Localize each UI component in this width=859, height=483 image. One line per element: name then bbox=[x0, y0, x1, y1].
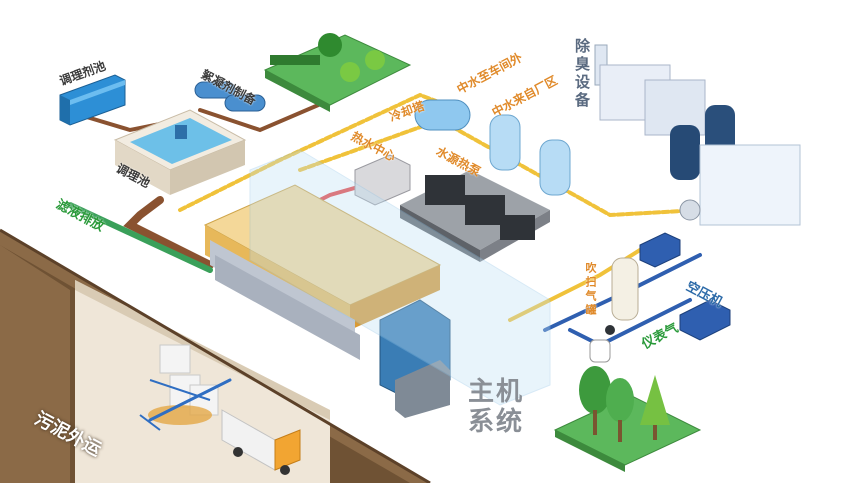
lawn-icon bbox=[263, 33, 412, 112]
heat-pump-icon bbox=[400, 170, 550, 262]
glass-enclosure bbox=[249, 149, 551, 406]
water-tanks-icon bbox=[489, 114, 571, 196]
cooling-tower-icon bbox=[414, 99, 471, 131]
hot-water-center-icon bbox=[354, 154, 411, 206]
deodorization-icon bbox=[594, 44, 801, 226]
reagent-prep-icon bbox=[194, 81, 266, 112]
sludge-bags bbox=[139, 344, 219, 431]
instrument-gas-icon bbox=[589, 325, 615, 363]
label-main-machine: 主机系统 bbox=[468, 377, 525, 437]
blow-gas-tank-icon bbox=[611, 257, 639, 321]
sludge-tank-icon bbox=[59, 74, 126, 126]
conditioning-pool-icon bbox=[113, 109, 247, 195]
air-compressor-icon bbox=[639, 232, 731, 341]
underground-section bbox=[0, 228, 431, 483]
trees-icon bbox=[553, 366, 702, 472]
label-deodorization: 除臭设备 bbox=[573, 38, 591, 110]
filter-press-icon bbox=[203, 184, 451, 418]
sludge-truck-icon bbox=[221, 409, 301, 475]
label-blow-gas-tank: 吹扫气罐 bbox=[584, 262, 597, 318]
